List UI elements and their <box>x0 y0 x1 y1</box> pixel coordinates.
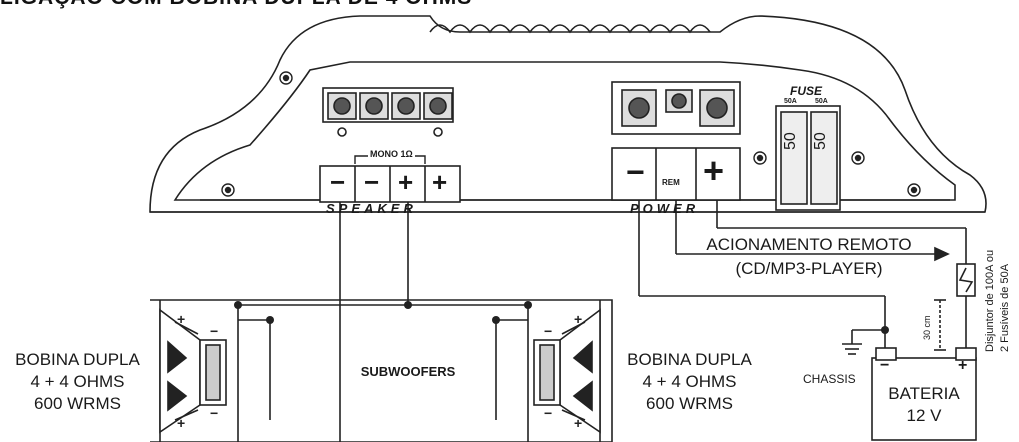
distance-label: 30 cm <box>922 315 932 340</box>
battery-plus: + <box>958 357 968 374</box>
right-coil-line1: BOBINA DUPLA <box>627 350 752 369</box>
power-terminal-remote: REM <box>662 178 680 187</box>
power-terminal-block <box>611 81 741 201</box>
svg-text:+: + <box>574 311 582 327</box>
power-terminal-positive: + <box>703 150 725 191</box>
speaker-terminal-2: − <box>364 167 380 197</box>
svg-text:−: − <box>544 405 552 421</box>
breaker-note-line1: Disjuntor de 100A ou <box>984 249 996 352</box>
svg-text:−: − <box>210 323 218 339</box>
power-terminal-negative: − <box>626 154 645 190</box>
remote-label-line1: ACIONAMENTO REMOTO <box>706 235 912 254</box>
svg-text:+: + <box>177 415 185 431</box>
fuse-label: FUSE <box>790 84 823 98</box>
right-coil-line3: 600 WRMS <box>646 394 733 413</box>
fuse-rating-2: 50A <box>815 98 828 105</box>
amplifier-body <box>149 15 987 213</box>
speaker-label: SPEAKER <box>326 201 417 216</box>
speaker-terminal-3: + <box>398 167 414 197</box>
screw-icons <box>221 71 921 197</box>
fuse-rating-1: 50A <box>784 98 797 105</box>
svg-text:+: + <box>574 415 582 431</box>
left-speaker-icon <box>159 308 227 434</box>
left-coil-line1: BOBINA DUPLA <box>15 350 140 369</box>
speaker-terminal-block <box>319 87 461 203</box>
svg-text:−: − <box>210 405 218 421</box>
battery-icon <box>871 347 977 441</box>
fuse-value-2: 50 <box>812 132 829 150</box>
left-coil-line3: 600 WRMS <box>34 394 121 413</box>
diagram-title: LIGAÇÃO COM BOBINA DUPLA DE 4 OHMS <box>0 0 472 10</box>
fuse-block <box>775 105 841 211</box>
svg-text:+: + <box>177 311 185 327</box>
inline-fuse-icon <box>956 263 976 297</box>
junction-dots <box>234 301 889 334</box>
right-speaker-icon <box>533 308 601 434</box>
battery-minus: − <box>880 357 890 374</box>
battery-label-line2: 12 V <box>906 406 942 425</box>
chassis-label: CHASSIS <box>803 372 856 386</box>
left-coil-line2: 4 + 4 OHMS <box>30 372 125 391</box>
right-coil-line2: 4 + 4 OHMS <box>642 372 737 391</box>
power-label: POWER <box>630 201 700 216</box>
mono-label: MONO 1Ω <box>368 149 415 159</box>
remote-label-line2: (CD/MP3-PLAYER) <box>735 259 883 278</box>
battery-label-line1: BATERIA <box>888 384 960 403</box>
speaker-terminal-1: − <box>330 167 346 197</box>
breaker-note-line2: 2 Fusíveis de 50A <box>999 263 1011 352</box>
subwoofers-label: SUBWOOFERS <box>360 364 456 379</box>
speaker-polarity-marks: + + − − + + − − <box>177 311 582 431</box>
svg-text:−: − <box>544 323 552 339</box>
speaker-terminal-4: + <box>432 167 448 197</box>
fuse-value-1: 50 <box>782 132 799 150</box>
